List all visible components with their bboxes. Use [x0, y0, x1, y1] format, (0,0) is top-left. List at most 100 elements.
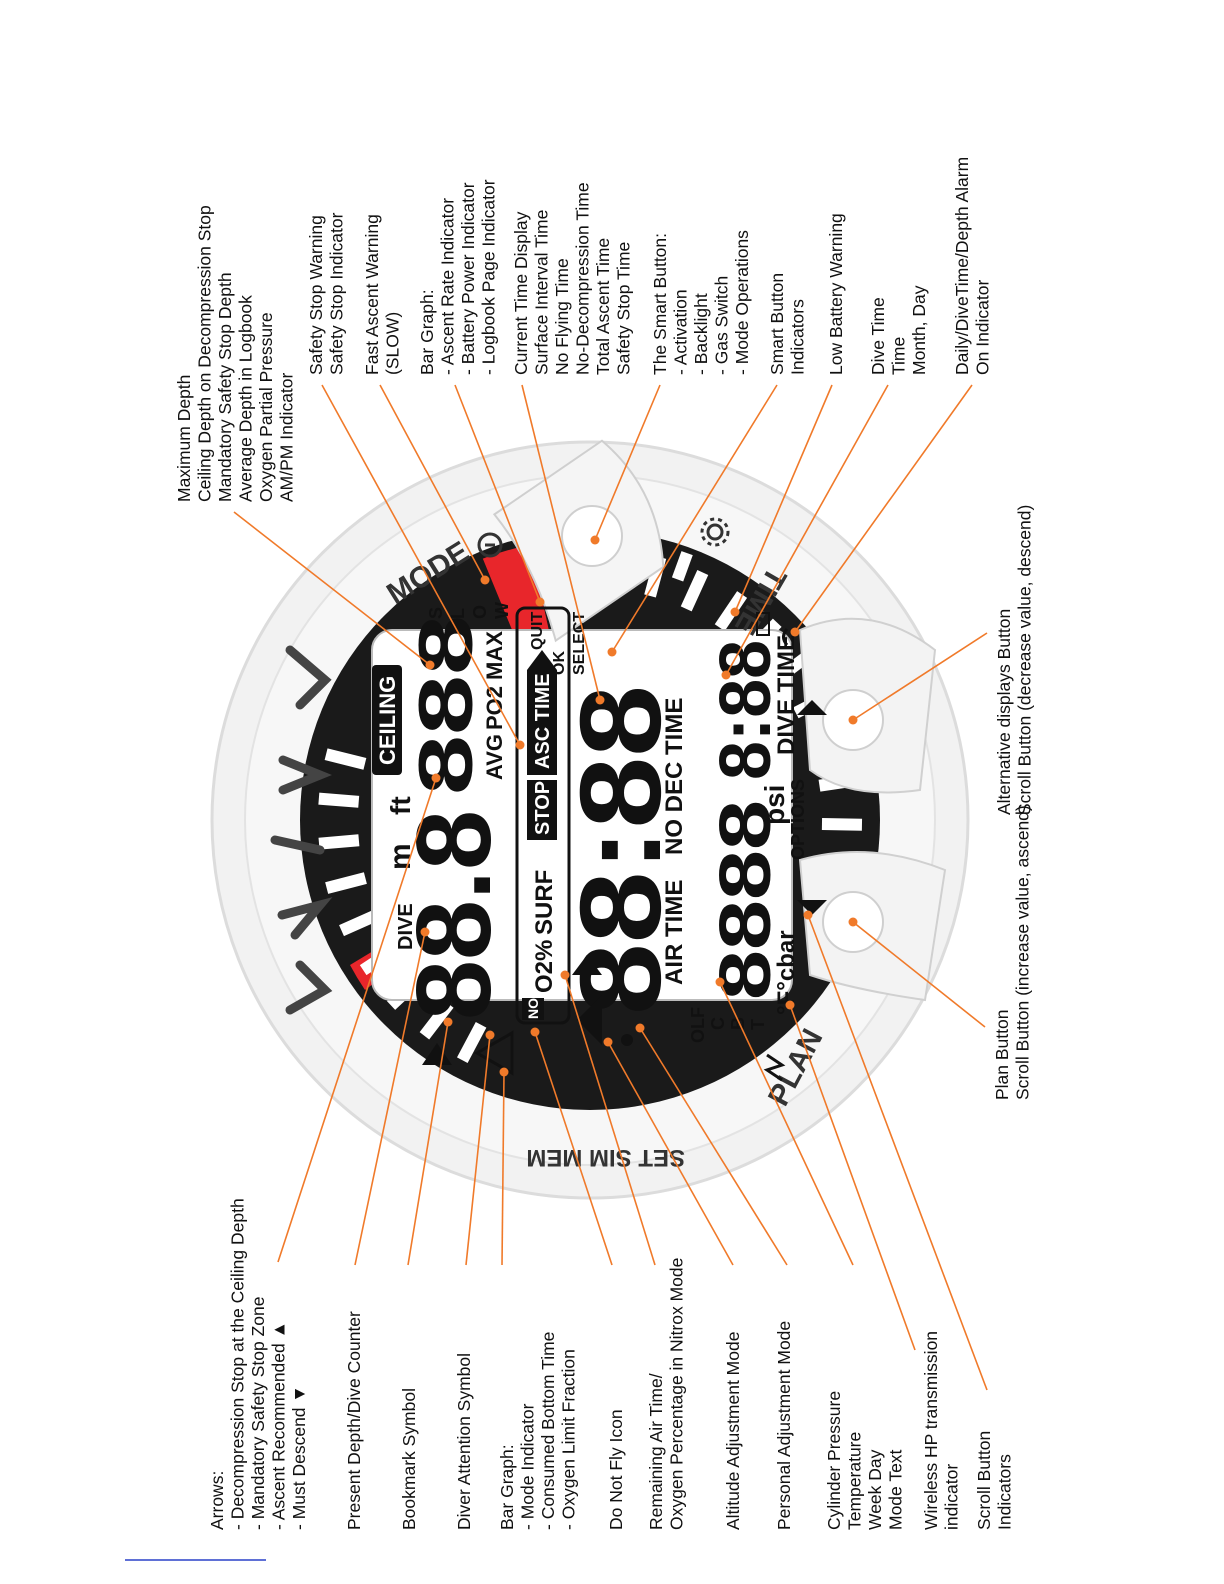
personal-icon: [621, 1034, 633, 1046]
battery-icon: [756, 612, 770, 636]
plan-button[interactable]: [798, 851, 947, 1002]
leader-dot-attention: [485, 1030, 495, 1040]
label-low-battery: Low Battery Warning: [826, 213, 846, 375]
label-line: Alternative displays Button: [994, 609, 1014, 815]
leader-wireless: [789, 1004, 916, 1351]
label-line: AM/PM Indicator: [277, 372, 297, 502]
svg-text:O: O: [470, 605, 490, 619]
svg-text:L: L: [448, 608, 468, 619]
label-cylinder: Cylinder PressureTemperatureWeek DayMode…: [824, 1391, 906, 1530]
label-smart-button: The Smart Button:- Activation- Backlight…: [650, 230, 752, 375]
label-line: Do Not Fly Icon: [606, 1409, 626, 1530]
label-line: Current Time Display: [511, 211, 531, 375]
leader-personal: [639, 1027, 788, 1266]
leader-air-time: [564, 974, 656, 1266]
label-present-depth: Present Depth/Dive Counter: [344, 1311, 364, 1530]
label-line: indicator: [942, 1464, 962, 1530]
leader-dot-altitude: [603, 1037, 613, 1047]
lcd-dive: DIVE: [395, 903, 417, 950]
label-line: Low Battery Warning: [826, 213, 846, 375]
alternative-displays-button[interactable]: [798, 617, 937, 794]
lcd-options: OPTIONS: [788, 779, 808, 860]
label-arrows: Arrows:- Decompression Stop at the Ceili…: [207, 1198, 309, 1530]
label-line: Smart Button: [767, 273, 787, 375]
label-bar-graph-right: Bar Graph:- Ascent Rate Indicator- Batte…: [417, 179, 499, 375]
wireless-icon: [763, 1053, 786, 1082]
bar-segment-left: [457, 1022, 487, 1063]
lcd-c: C: [708, 1017, 728, 1030]
lcd-slow: S L O W: [426, 602, 512, 619]
lcd-content: DIVE m ft CEILING 88.8 888 AVG PO2 MAX S…: [372, 602, 827, 1082]
label-line: Plan Button: [992, 1010, 1012, 1100]
leader-dot-personal: [635, 1023, 645, 1033]
label-plan-button: Plan ButtonScroll Button (increase value…: [992, 805, 1033, 1100]
label-line: Scroll Button: [974, 1431, 994, 1530]
label-line: Safety Stop Time: [614, 242, 634, 375]
down-arrow-icon: [797, 700, 827, 715]
labels-mid: Plan ButtonScroll Button (increase value…: [992, 505, 1035, 1100]
leader-dot-dive-time: [721, 670, 731, 680]
label-line: Remaining Air Time/: [646, 1373, 666, 1530]
label-line: Oxygen Partial Pressure: [256, 312, 276, 502]
label-line: No Flying Time: [552, 258, 572, 375]
lcd-b: B: [728, 1017, 748, 1030]
lcd-no: NO: [522, 998, 544, 1020]
svg-text:S: S: [426, 607, 446, 619]
lcd-ok: OK: [551, 651, 568, 675]
label-line: - Activation: [671, 289, 691, 375]
lcd-m: m: [384, 843, 417, 870]
set-sim-mem-label: SET SIM MEM: [526, 1144, 685, 1171]
label-attention: Diver Attention Symbol: [454, 1353, 474, 1530]
brand-logo: [270, 645, 333, 1015]
label-line: Arrows:: [207, 1471, 227, 1530]
label-line: Bookmark Symbol: [399, 1388, 419, 1530]
bar-segment-left: [318, 792, 360, 808]
lcd-ft: ft: [385, 796, 416, 815]
label-line: Ceiling Depth on Decompression Stop: [195, 205, 215, 502]
label-line: Bar Graph:: [417, 289, 437, 375]
leader-bar-graph-left: [501, 1071, 505, 1266]
lcd-avg: AVG: [482, 734, 507, 780]
leader-fast-ascent: [379, 384, 486, 581]
label-wireless: Wireless HP transmissionindicator: [921, 1331, 962, 1530]
lcd-bottom-digits: 8888: [706, 800, 786, 1000]
label-line: Surface Interval Time: [532, 210, 552, 375]
bar-graph-ring: [671, 551, 693, 582]
label-line: Indicators: [788, 299, 808, 375]
scroll-indicator-icon: [797, 900, 827, 915]
label-line: - Ascent Recommended ▲: [269, 1321, 289, 1530]
leader-altitude: [607, 1041, 734, 1266]
label-altitude: Altitude Adjustment Mode: [723, 1332, 743, 1530]
leader-low-battery: [734, 384, 833, 613]
label-line: Bar Graph:: [497, 1444, 517, 1530]
label-line: Maximum Depth: [174, 375, 194, 502]
lcd-unit: °F°cbar: [773, 930, 800, 1015]
smart-button[interactable]: [481, 436, 686, 643]
lcd-po2: PO2: [482, 686, 507, 730]
leader-dot-scroll-ind: [803, 910, 813, 920]
label-line: - Logbook Page Indicator: [479, 179, 499, 375]
lcd-air-time: AIR TIME: [661, 880, 688, 985]
label-line: Altitude Adjustment Mode: [723, 1332, 743, 1530]
leader-scroll-ind: [807, 914, 988, 1391]
leader-dot-smart-indicators: [607, 647, 617, 657]
svg-text:NO: NO: [525, 998, 541, 1019]
leader-dot-smart-button: [590, 535, 600, 545]
backlight-icon: [700, 517, 730, 547]
leader-arrows: [277, 777, 437, 1263]
label-scroll-ind: Scroll ButtonIndicators: [974, 1431, 1015, 1530]
lcd-max: MAX: [482, 631, 507, 680]
lcd-mode-frame: [515, 606, 571, 1025]
label-safety-stop: Safety Stop WarningSafety Stop Indicator: [306, 212, 347, 375]
label-line: Average Depth in Logbook: [236, 295, 256, 502]
lcd-asc-time: ASC TIME: [527, 670, 557, 775]
label-line: Scroll Button (decrease value, descend): [1015, 505, 1035, 815]
label-smart-indicators: Smart ButtonIndicators: [767, 273, 808, 375]
label-alarm: Daily/DiveTime/Depth AlarmOn Indicator: [952, 157, 993, 375]
label-line: Daily/DiveTime/Depth Alarm: [952, 157, 972, 375]
label-line: - Oxygen Limit Fraction: [559, 1349, 579, 1530]
label-line: - Mandatory Safety Stop Zone: [248, 1297, 268, 1530]
label-line: Safety Stop Warning: [306, 215, 326, 375]
lcd-surf: SURF: [531, 870, 558, 935]
label-fast-ascent: Fast Ascent Warning(SLOW): [362, 214, 403, 375]
